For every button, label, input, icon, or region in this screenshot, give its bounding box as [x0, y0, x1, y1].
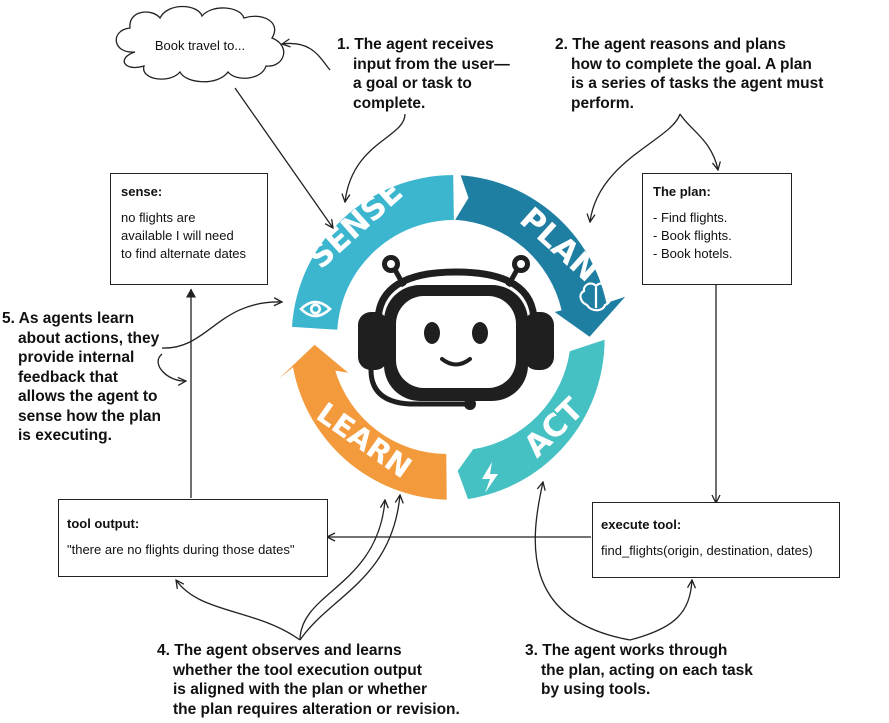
sense-box: sense: no flights are available I will n…	[110, 173, 268, 285]
annotation-line: by using tools.	[541, 681, 651, 698]
input-cloud: Book travel to...	[115, 5, 285, 83]
annotation-line: input from the user—	[353, 55, 510, 73]
brain-icon	[579, 282, 612, 312]
annotation-line: the plan, acting on each task	[541, 661, 753, 679]
annotation-step5: 5. As agents learn about actions, they p…	[2, 309, 161, 446]
arrow-step1-to-cloud	[282, 43, 331, 71]
execute-tool-box: execute tool: find_flights(origin, desti…	[592, 502, 840, 578]
connector-arrows	[157, 43, 718, 641]
arrow-step3-to-execute	[629, 580, 692, 641]
tool-output-box-title: tool output:	[67, 516, 140, 531]
arrow-step5-to-line	[157, 353, 186, 381]
plan-box-line: - Book flights.	[653, 228, 732, 243]
annotation-line: is aligned with the plan or whether	[173, 681, 428, 698]
annotation-line: complete.	[353, 94, 426, 112]
annotation-line: 3. The agent works through	[525, 642, 728, 659]
annotation-line: 2. The agent reasons and plans	[555, 36, 786, 53]
eye-icon	[299, 300, 332, 318]
plan-box: The plan: - Find flights. - Book flights…	[642, 173, 792, 285]
annotation-line: 5. As agents learn	[2, 310, 135, 327]
arrow-step5-to-sense	[161, 302, 282, 349]
annotation-line: a goal or task to	[353, 75, 472, 92]
execute-tool-box-title: execute tool:	[601, 517, 682, 532]
arrow-cloud-to-sense	[234, 87, 333, 228]
annotation-line: perform.	[571, 94, 634, 112]
annotation-line: allows the agent to	[18, 388, 158, 405]
lightning-icon	[482, 462, 498, 493]
plan-box-line: - Find flights.	[653, 210, 728, 225]
annotation-line: is a series of tasks the agent must	[571, 75, 824, 92]
annotation-line: feedback that	[18, 368, 118, 386]
arrow-step4-to-output-right	[299, 495, 400, 641]
sense-box-line: available I will need	[121, 228, 234, 243]
annotation-step2: 2. The agent reasons and plans how to co…	[555, 35, 823, 113]
plan-box-line: - Book hotels.	[653, 246, 733, 261]
annotation-step1: 1. The agent receives input from the use…	[337, 35, 510, 113]
annotation-step4: 4. The agent observes and learns whether…	[157, 641, 460, 719]
robot-assistant-icon	[358, 255, 554, 410]
sense-box-title: sense:	[121, 184, 163, 199]
arrow-step2-to-plan	[590, 113, 681, 222]
learn-arc	[279, 344, 447, 500]
act-arc	[457, 339, 605, 500]
annotation-line: provide internal	[18, 349, 135, 366]
plan-arc	[455, 175, 626, 337]
plan-box-title: The plan:	[653, 184, 711, 199]
annotation-line: how to complete the goal. A plan	[571, 55, 812, 73]
sense-box-line: to find alternate dates	[121, 246, 247, 261]
annotation-line: 1. The agent receives	[337, 36, 494, 53]
execute-tool-box-line: find_flights(origin, destination, dates)	[601, 543, 813, 558]
tool-output-box-line: "there are no flights during those dates…	[67, 542, 295, 557]
annotation-line: is executing.	[18, 427, 112, 444]
annotation-step3: 3. The agent works through the plan, act…	[525, 641, 753, 700]
annotation-line: about actions, they	[18, 329, 160, 347]
sense-box-line: no flights are	[121, 210, 196, 225]
arrow-step4-to-output	[176, 580, 301, 641]
tool-output-box: tool output: "there are no flights durin…	[58, 499, 328, 577]
annotation-line: whether the tool execution output	[173, 661, 422, 679]
annotation-line: 4. The agent observes and learns	[157, 642, 402, 659]
arrow-step2-to-planbox	[679, 113, 718, 170]
sense-arc	[292, 175, 454, 330]
cloud-text: Book travel to...	[155, 38, 245, 53]
arrow-step1-to-sense	[345, 113, 406, 202]
annotation-line: the plan requires alteration or revision…	[173, 700, 460, 718]
arrow-step3-to-act	[534, 482, 631, 641]
arrow-step4-to-learn	[299, 500, 385, 641]
annotation-line: sense how the plan	[18, 407, 161, 425]
